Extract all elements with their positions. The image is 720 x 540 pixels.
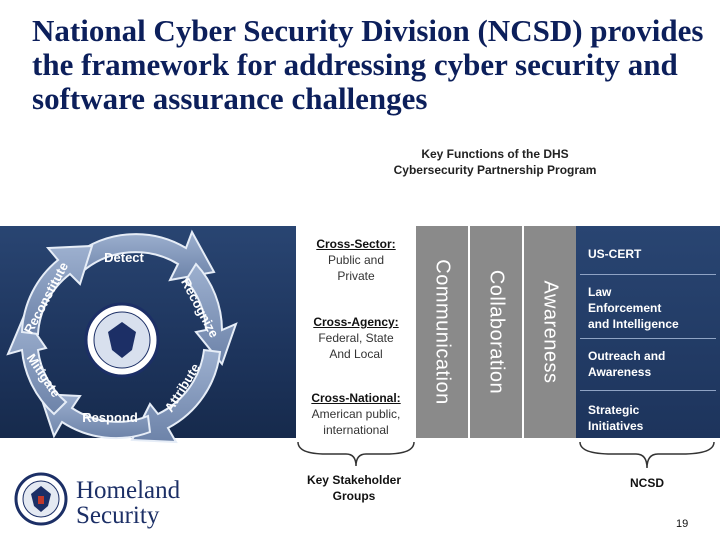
column-awareness: Awareness xyxy=(524,226,576,438)
stakeholder-label: Cross-Agency: xyxy=(296,314,416,330)
function-divider xyxy=(580,274,716,275)
stakeholder-cross-agency: Cross-Agency: Federal, State And Local xyxy=(296,314,416,362)
homeland-security-wordmark: Homeland Security xyxy=(76,478,180,528)
key-functions-line-1: Key Functions of the DHS xyxy=(370,146,620,162)
function-line: Law xyxy=(588,284,716,300)
stakeholder-detail: Private xyxy=(296,268,416,284)
function-divider xyxy=(580,338,716,339)
key-stakeholder-line-2: Groups xyxy=(290,488,418,504)
key-functions-line-2: Cybersecurity Partnership Program xyxy=(370,162,620,178)
stakeholder-cross-national: Cross-National: American public, interna… xyxy=(296,390,416,438)
page-number: 19 xyxy=(676,518,688,530)
column-label: Collaboration xyxy=(485,270,508,394)
stakeholder-detail: Public and xyxy=(296,252,416,268)
stakeholder-cross-sector: Cross-Sector: Public and Private xyxy=(296,236,416,284)
function-line: Outreach and xyxy=(588,348,716,364)
function-line: Strategic xyxy=(588,402,716,418)
stakeholder-detail: Federal, State xyxy=(296,330,416,346)
column-collaboration: Collaboration xyxy=(470,226,522,438)
homeland-security-seal-icon xyxy=(14,472,68,526)
wordmark-line-1: Homeland xyxy=(76,478,180,503)
stakeholder-detail: American public, xyxy=(296,406,416,422)
dhs-seal xyxy=(86,304,158,376)
key-stakeholder-groups-label: Key Stakeholder Groups xyxy=(290,472,418,504)
function-line: and Intelligence xyxy=(588,316,716,332)
function-strategic: Strategic Initiatives xyxy=(588,402,716,434)
column-communication: Communication xyxy=(416,226,468,438)
stage-label-detect: Detect xyxy=(104,250,144,265)
ncsd-label: NCSD xyxy=(612,476,682,490)
column-label: Awareness xyxy=(539,280,562,383)
key-stakeholder-line-1: Key Stakeholder xyxy=(290,472,418,488)
key-functions-heading: Key Functions of the DHS Cybersecurity P… xyxy=(370,146,620,178)
ncsd-brace xyxy=(578,440,716,472)
function-divider xyxy=(580,390,716,391)
stakeholder-label: Cross-National: xyxy=(296,390,416,406)
cycle-diagram: Detect Recognize Attribute Respond Mitig… xyxy=(0,200,296,500)
stakeholder-detail: international xyxy=(296,422,416,438)
function-line: US-CERT xyxy=(588,246,716,262)
stakeholder-label: Cross-Sector: xyxy=(296,236,416,252)
column-label: Communication xyxy=(431,259,454,404)
stage-label-respond: Respond xyxy=(82,410,138,425)
function-line: Awareness xyxy=(588,364,716,380)
function-outreach: Outreach and Awareness xyxy=(588,348,716,380)
stakeholder-detail: And Local xyxy=(296,346,416,362)
function-us-cert: US-CERT xyxy=(588,246,716,262)
wordmark-line-2: Security xyxy=(76,503,180,528)
stakeholder-brace xyxy=(296,440,416,470)
function-law-enforcement: Law Enforcement and Intelligence xyxy=(588,284,716,332)
slide-title: National Cyber Security Division (NCSD) … xyxy=(32,14,712,116)
function-line: Initiatives xyxy=(588,418,716,434)
function-line: Enforcement xyxy=(588,300,716,316)
